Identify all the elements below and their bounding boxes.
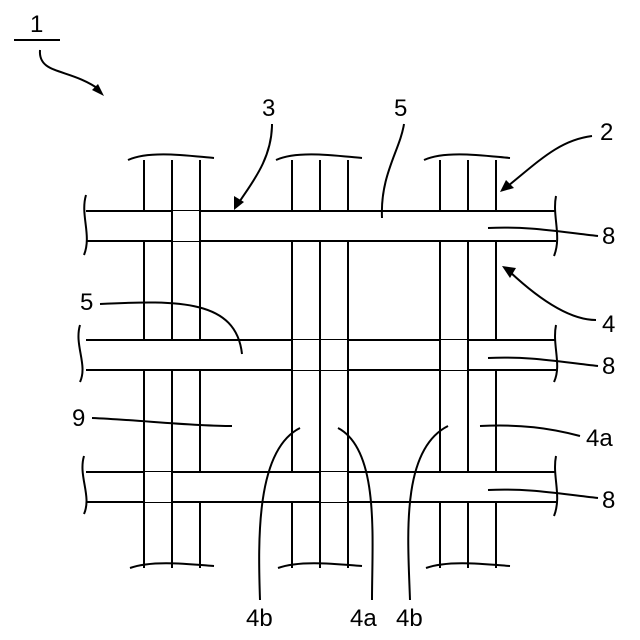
label-9: 9 [72, 405, 85, 432]
label-5-top: 5 [394, 95, 407, 122]
reference-5-top: 5 [382, 95, 407, 218]
label-4b-1: 4b [246, 605, 273, 632]
leader-4 [510, 272, 596, 320]
label-1: 1 [30, 11, 43, 38]
reference-4: 4 [502, 266, 615, 338]
label-4a-bottom: 4a [350, 605, 377, 632]
label-2: 2 [600, 119, 613, 146]
leader-3 [238, 124, 272, 204]
label-8-row2: 8 [602, 353, 615, 380]
leader-arrow-1 [40, 50, 100, 90]
reference-1: 1 [14, 11, 104, 96]
label-3: 3 [262, 95, 275, 122]
label-4: 4 [602, 311, 615, 338]
label-8-row1: 8 [602, 223, 615, 250]
label-5-left: 5 [80, 289, 93, 316]
reference-4a-right: 4a [480, 425, 613, 452]
reference-2: 2 [500, 119, 613, 192]
reference-3: 3 [234, 95, 275, 210]
label-8-row3: 8 [602, 487, 615, 514]
leader-2 [508, 136, 592, 186]
leader-5-top [382, 124, 404, 218]
label-4b-2: 4b [396, 605, 423, 632]
label-4a-right: 4a [586, 425, 613, 452]
